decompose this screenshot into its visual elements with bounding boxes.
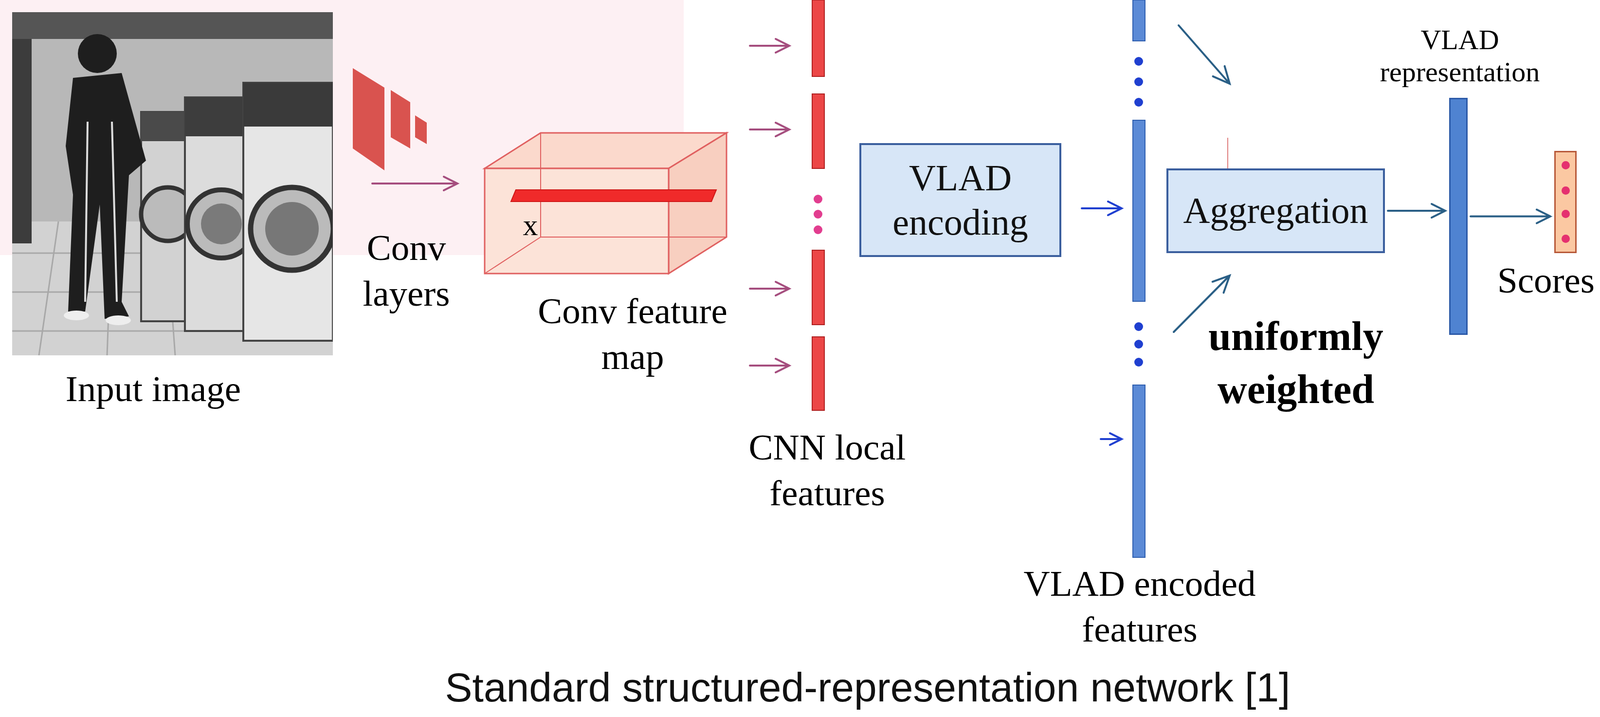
feature-map-cube (484, 132, 727, 274)
feature-vector: VLAD representation (1449, 97, 1468, 335)
score-dot (1561, 234, 1570, 243)
score-dot (1561, 161, 1570, 170)
process-box: Aggregation (1166, 168, 1385, 254)
stage-label: Conv layers (343, 224, 470, 317)
cnn-feature-bars (812, 0, 825, 411)
node-label: VLAD representation (1357, 23, 1563, 89)
conv-layers-icon (352, 68, 427, 171)
tick-line (1227, 137, 1229, 169)
input-photo (12, 12, 333, 356)
score-vector: Scores (1554, 150, 1577, 254)
encoded-arrows (1081, 201, 1122, 445)
encoded-feature-bars (1132, 0, 1146, 558)
node-label: VLAD encoding (869, 155, 1052, 245)
score-dot (1561, 209, 1570, 219)
node-label: Aggregation (1183, 188, 1369, 233)
image-caption: Input image (2, 365, 305, 412)
node-label: Scores (1497, 259, 1595, 302)
emphasis-note: uniformly weighted (1191, 309, 1401, 416)
process-box: VLAD encoding (859, 143, 1062, 257)
arrow-connector (1470, 209, 1551, 224)
stage-label: CNN local features (732, 424, 923, 516)
arrow-connector (1387, 203, 1446, 218)
position-symbol: x (513, 206, 548, 245)
ellipsis-dots (1134, 56, 1144, 367)
stage-label: VLAD encoded features (1013, 560, 1267, 653)
stage-label: Conv feature map (520, 288, 745, 380)
figure-caption: Standard structured-representation netwo… (162, 665, 1574, 709)
ellipsis-dots (813, 194, 823, 235)
score-dot (1561, 186, 1570, 195)
